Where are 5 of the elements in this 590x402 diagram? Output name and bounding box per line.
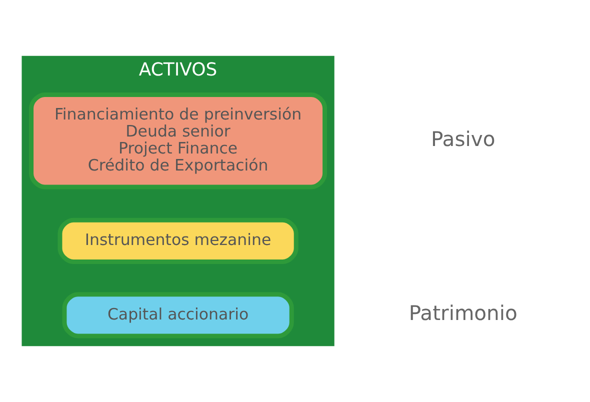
label: Patrimonio <box>408 301 518 326</box>
node-box: Financiamiento de preinversión Deuda senior Project Finance Crédito de Exportación <box>29 92 328 190</box>
label: Pasivo <box>431 126 496 151</box>
node-box: Capital accionario <box>62 292 294 338</box>
node-box: Instrumentos mezanine <box>58 218 298 264</box>
